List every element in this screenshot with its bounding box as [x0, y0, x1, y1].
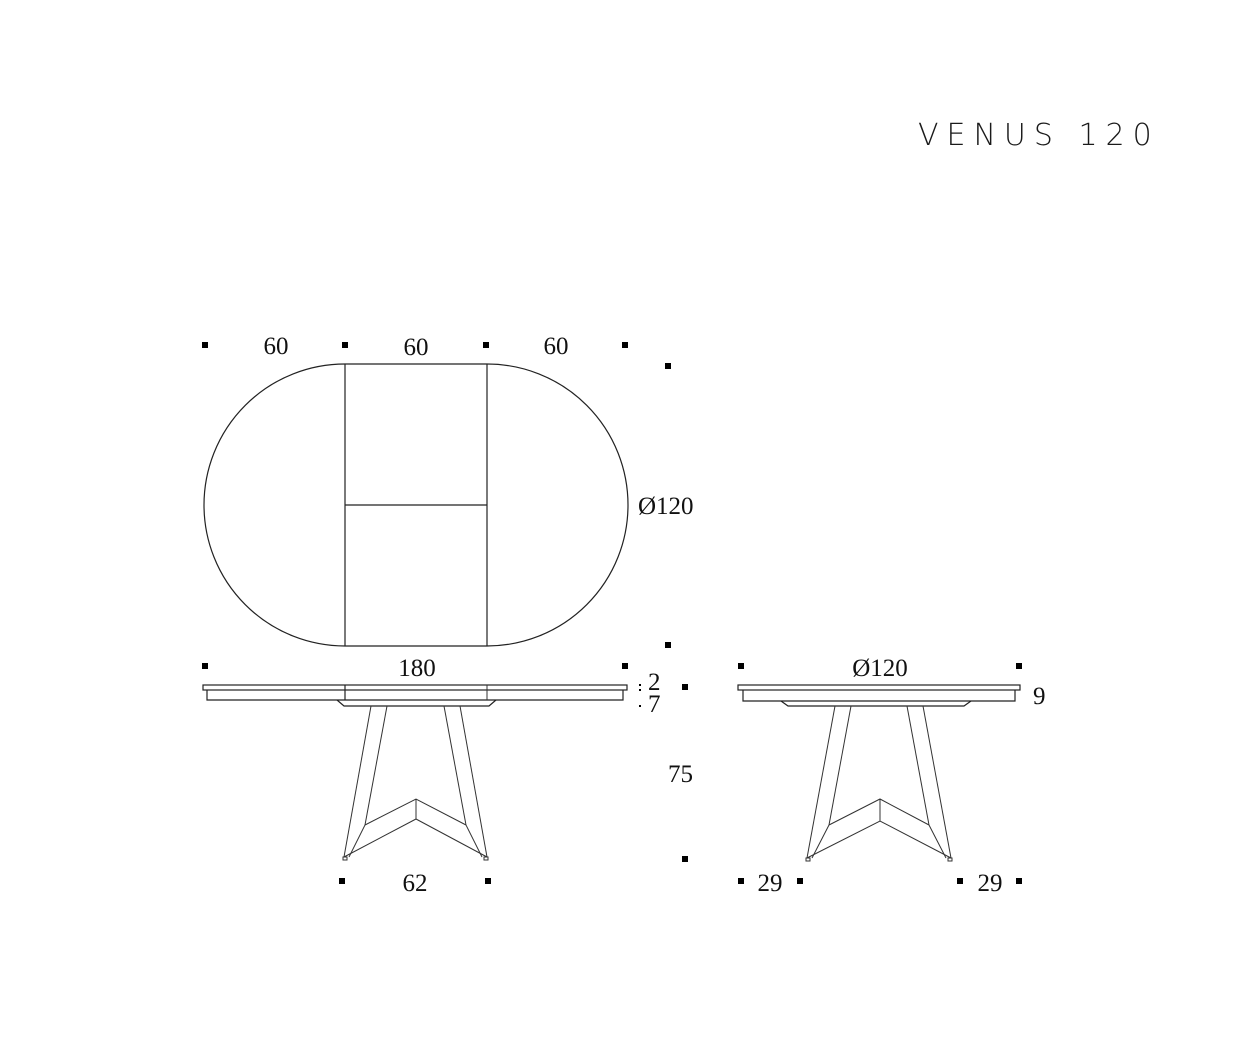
dim-segment-3: 60: [544, 333, 569, 360]
dim-marker: [485, 878, 491, 884]
side-legs: [805, 705, 953, 862]
top-view: 60 60 60 Ø120: [202, 333, 694, 648]
dim-left-offset: 29: [758, 870, 783, 897]
dim-segment-2: 60: [404, 334, 429, 361]
dim-diameter-top: Ø120: [638, 493, 694, 520]
dim-marker: [665, 363, 671, 369]
front-view-extended: 180 2 7 75 62: [202, 655, 693, 897]
base-legs: [342, 705, 489, 861]
dim-marker: [342, 342, 348, 348]
side-apron: [742, 690, 1016, 702]
dim-marker: [797, 878, 803, 884]
dim-marker: [483, 342, 489, 348]
dim-right-offset: 29: [978, 870, 1003, 897]
tabletop-apron: [206, 690, 624, 701]
dim-marker: [1016, 663, 1022, 669]
side-frame: [780, 700, 972, 707]
dim-marker: [622, 663, 628, 669]
dim-marker: [957, 878, 963, 884]
dim-marker: [665, 642, 671, 648]
product-title: VENUS 120: [918, 118, 1160, 153]
dim-marker: [738, 878, 744, 884]
dim-top-thickness: 2: [648, 669, 661, 696]
dim-marker: [682, 856, 688, 862]
frame: [336, 699, 497, 707]
table-right-half: [486, 363, 629, 647]
dim-marker: [202, 663, 208, 669]
dim-diameter-side: Ø120: [852, 655, 908, 682]
dim-marker: [202, 342, 208, 348]
dim-base-width: 62: [403, 870, 428, 897]
dim-marker: [738, 663, 744, 669]
dim-height: 75: [668, 761, 693, 788]
dim-marker: [622, 342, 628, 348]
side-view: Ø120 9 29 29: [737, 655, 1046, 897]
dim-marker: [339, 878, 345, 884]
table-left-half: [203, 363, 346, 647]
dim-frame-height: 7: [648, 691, 661, 718]
dim-marker: [1016, 878, 1022, 884]
dim-marker: [682, 684, 688, 690]
dim-thickness: 9: [1033, 683, 1046, 710]
side-tabletop: [737, 684, 1021, 691]
dim-segment-1: 60: [264, 333, 289, 360]
dim-length: 180: [398, 655, 436, 682]
tabletop: [202, 684, 628, 691]
